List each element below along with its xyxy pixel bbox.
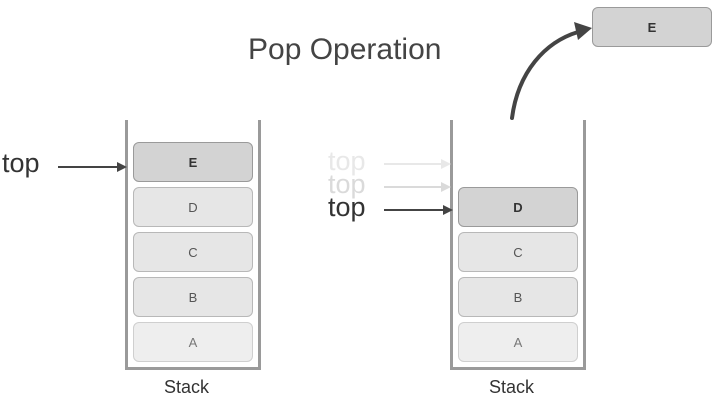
popped-item-e: E (592, 7, 712, 47)
pop-curve-path (510, 30, 580, 120)
pop-curve-arrowhead (574, 22, 592, 40)
diagram-title: Pop Operation (248, 33, 442, 66)
